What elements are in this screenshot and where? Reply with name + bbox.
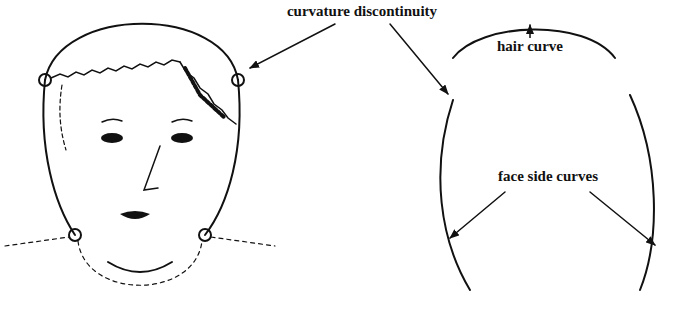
- discontinuity-point: [199, 229, 211, 241]
- face-side-curve: [440, 100, 470, 290]
- callout-label: face side curves: [496, 168, 600, 185]
- arrow: [390, 24, 448, 94]
- discontinuity-point: [232, 74, 244, 86]
- hair-fringe: [185, 68, 225, 118]
- mouth: [120, 211, 150, 219]
- arrow: [250, 24, 335, 68]
- neck-line: [211, 237, 275, 246]
- arrow: [590, 192, 655, 245]
- eye: [171, 133, 193, 143]
- eyebrow: [102, 119, 122, 122]
- discontinuity-point: [39, 74, 51, 86]
- hair-side: [60, 85, 66, 150]
- callout-label: hair curve: [495, 38, 565, 55]
- discontinuity-point: [69, 229, 81, 241]
- eyebrow: [172, 119, 192, 122]
- hair-line: [51, 60, 180, 78]
- nose: [144, 146, 160, 190]
- face-side-curve: [630, 95, 654, 290]
- chin: [108, 262, 172, 272]
- neck-line: [5, 237, 69, 246]
- eye: [101, 133, 123, 143]
- face-side-left: [43, 80, 75, 235]
- hair-line: [180, 62, 236, 124]
- arrow: [450, 192, 505, 238]
- hair-curve: [453, 29, 615, 58]
- jaw-line: [78, 241, 202, 285]
- head-top: [45, 24, 238, 80]
- callout-label: curvature discontinuity: [285, 3, 439, 20]
